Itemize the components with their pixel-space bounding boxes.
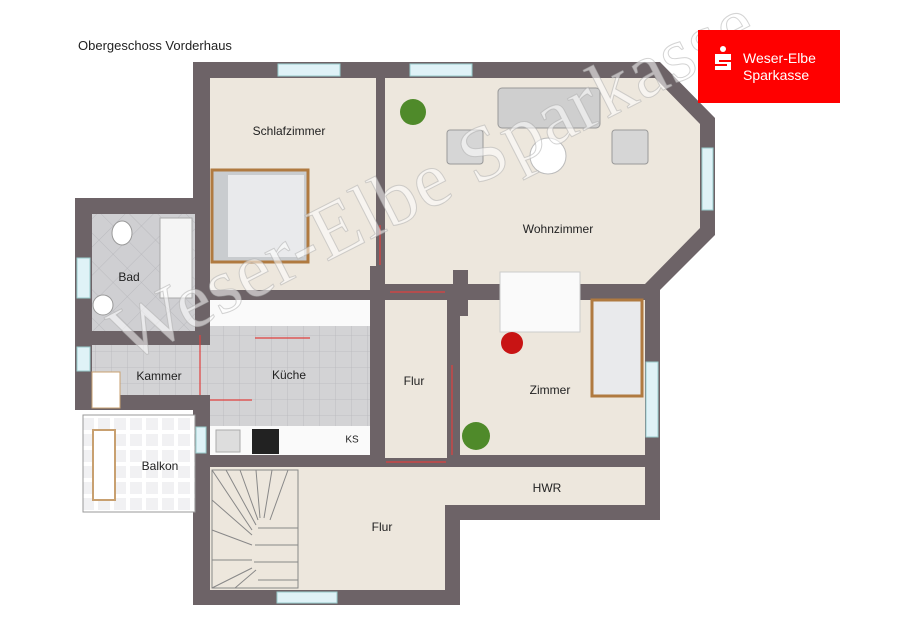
room-label-hwr: HWR	[532, 481, 562, 495]
armchair-left	[446, 129, 484, 165]
toilet	[111, 220, 133, 246]
washbasin	[92, 294, 114, 316]
sparkasse-s-icon	[715, 46, 731, 70]
door-marks	[199, 225, 453, 463]
wall-pillar	[453, 270, 468, 316]
sofa	[497, 87, 601, 129]
ks-label: KS	[345, 434, 359, 446]
office-chair	[501, 332, 523, 354]
bed-sheet	[228, 175, 304, 257]
kammer-shelf	[91, 371, 121, 409]
room-label-flur-mid: Flur	[403, 374, 425, 388]
room-label-wohnzimmer: Wohnzimmer	[522, 222, 594, 236]
windows	[76, 63, 714, 604]
sparkasse-logo: Weser-Elbe Sparkasse	[698, 30, 840, 103]
plan-title: Obergeschoss Vorderhaus	[78, 38, 232, 53]
flur-bottom-floor-right	[440, 467, 460, 505]
wall-pillar	[370, 266, 384, 300]
desk	[499, 271, 581, 333]
room-label-bad: Bad	[118, 270, 140, 284]
plant-icon	[400, 99, 490, 450]
room-label-flur-bottom: Flur	[371, 520, 393, 534]
bathtub	[159, 217, 193, 299]
room-label-schlafzimmer: Schlafzimmer	[252, 124, 326, 138]
hwr-floor	[460, 467, 645, 505]
armchair-right	[611, 129, 649, 165]
room-label-zimmer: Zimmer	[529, 383, 571, 397]
logo-line1: Weser-Elbe	[743, 50, 816, 66]
cooktop	[252, 429, 279, 454]
zimmer-bed	[590, 298, 644, 398]
staircase	[211, 469, 299, 589]
room-label-balkon: Balkon	[141, 459, 179, 473]
flur-mid-floor	[385, 300, 447, 458]
sink	[215, 429, 241, 453]
kueche-counter-top	[210, 300, 370, 326]
logo-line2: Sparkasse	[743, 67, 810, 83]
room-label-kammer: Kammer	[136, 369, 182, 383]
balcony-bench	[92, 429, 116, 501]
coffee-table	[529, 137, 567, 175]
room-label-kueche: Küche	[271, 368, 307, 382]
